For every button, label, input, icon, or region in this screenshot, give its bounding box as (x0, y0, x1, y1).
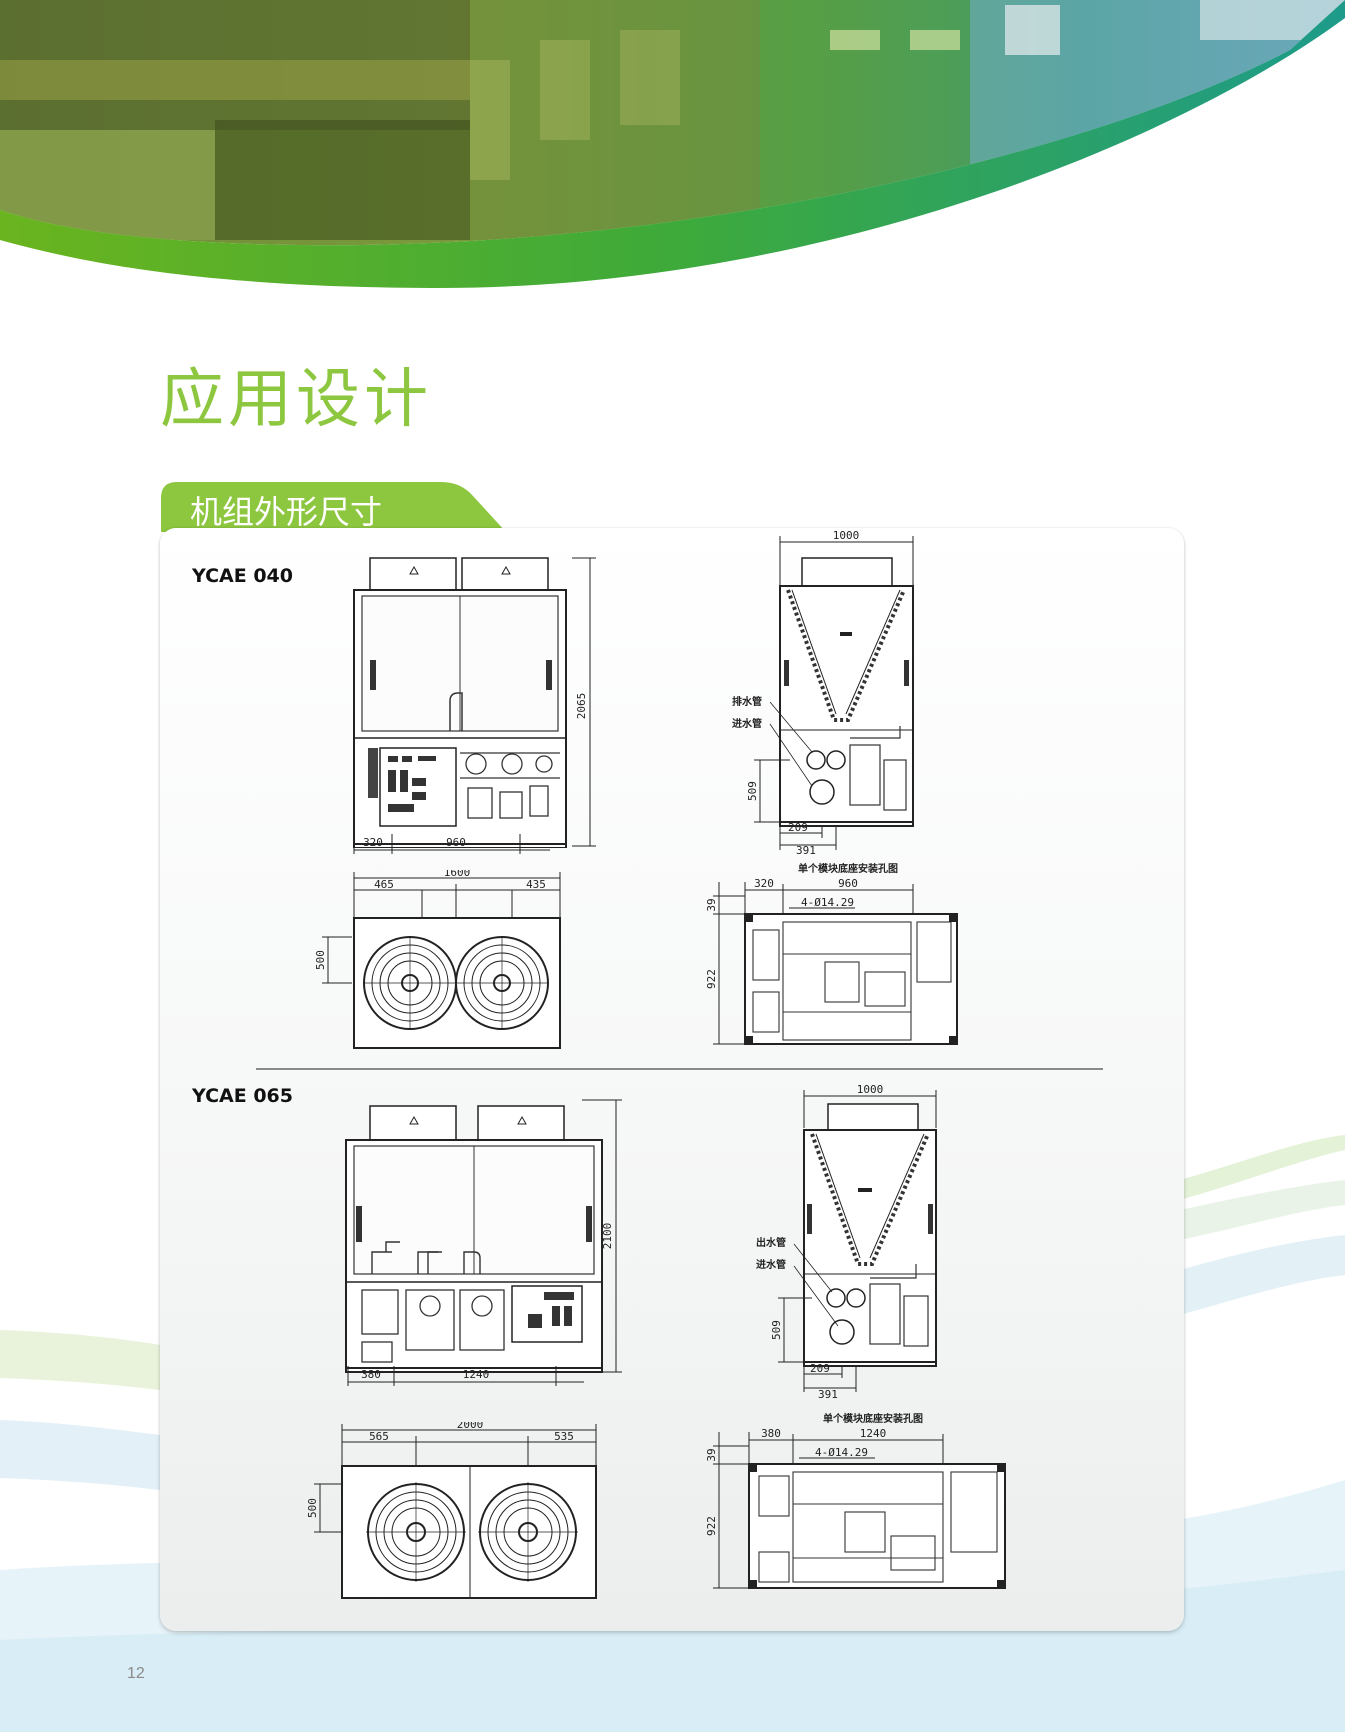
dim-height: 2065 (575, 693, 588, 720)
svg-text:4-Ø14.29: 4-Ø14.29 (815, 1446, 868, 1459)
svg-text:单个模块底座安装孔图: 单个模块底座安装孔图 (823, 1412, 923, 1425)
ycae040-base-view: 单个模块底座安装孔图 320 960 4-Ø14.29 39 922 (705, 862, 965, 1054)
svg-text:922: 922 (705, 969, 718, 989)
dimension-panel (160, 528, 1184, 1631)
svg-text:565: 565 (369, 1430, 389, 1443)
ycae065-front-dims: 380 1240 (346, 1366, 586, 1386)
svg-text:1600: 1600 (444, 870, 471, 879)
page-number: 12 (127, 1665, 145, 1682)
svg-text:进水管: 进水管 (756, 1258, 786, 1271)
svg-text:排水管: 排水管 (732, 695, 762, 708)
svg-text:320: 320 (754, 877, 774, 890)
svg-text:509: 509 (770, 1320, 783, 1340)
svg-text:209: 209 (788, 821, 808, 834)
svg-text:1240: 1240 (860, 1427, 887, 1440)
svg-text:1000: 1000 (857, 1084, 884, 1096)
section-divider (256, 1068, 1103, 1070)
svg-text:320: 320 (363, 836, 383, 849)
svg-text:209: 209 (810, 1362, 830, 1375)
svg-text:380: 380 (361, 1368, 381, 1381)
ycae065-top-view: 2000 565 535 500 (306, 1422, 606, 1607)
svg-text:进水管: 进水管 (732, 717, 762, 730)
section-tab (161, 482, 506, 532)
svg-text:435: 435 (526, 878, 546, 891)
ycae040-front-view: 2065 (340, 548, 620, 848)
svg-text:1240: 1240 (463, 1368, 490, 1381)
svg-text:922: 922 (705, 1516, 718, 1536)
svg-text:535: 535 (554, 1430, 574, 1443)
page-title: 应用设计 (160, 363, 432, 437)
svg-text:单个模块底座安装孔图: 单个模块底座安装孔图 (798, 862, 898, 875)
svg-text:4-Ø14.29: 4-Ø14.29 (801, 896, 854, 909)
section-title: 机组外形尺寸 (190, 493, 383, 531)
svg-text:380: 380 (761, 1427, 781, 1440)
ycae065-front-view: 2100 (332, 1096, 632, 1381)
svg-text:39: 39 (705, 898, 718, 911)
svg-text:391: 391 (796, 844, 816, 855)
model-label-ycae-065: YCAE 065 (192, 1085, 293, 1107)
svg-text:出水管: 出水管 (756, 1236, 786, 1249)
svg-text:500: 500 (306, 1498, 319, 1518)
ycae040-side-view: 1000 排水管 进水管 509 209 391 (730, 530, 930, 855)
svg-text:960: 960 (446, 836, 466, 849)
svg-text:960: 960 (838, 877, 858, 890)
svg-text:465: 465 (374, 878, 394, 891)
ycae040-top-view: 1600 465 435 500 (312, 870, 572, 1055)
svg-text:509: 509 (746, 781, 759, 801)
svg-text:500: 500 (314, 950, 327, 970)
dim-height: 2100 (601, 1223, 614, 1250)
ycae065-base-view: 单个模块底座安装孔图 380 1240 4-Ø14.29 39 922 (705, 1412, 1015, 1600)
svg-text:2000: 2000 (457, 1422, 484, 1431)
header-banner-image (0, 0, 1345, 300)
ycae040-front-dims: 320 960 (352, 834, 552, 854)
ycae065-side-view: 1000 出水管 进水管 509 209 391 (752, 1084, 952, 1404)
svg-text:1000: 1000 (833, 530, 860, 542)
model-label-ycae-040: YCAE 040 (192, 565, 293, 587)
svg-text:391: 391 (818, 1388, 838, 1401)
svg-text:39: 39 (705, 1448, 718, 1461)
